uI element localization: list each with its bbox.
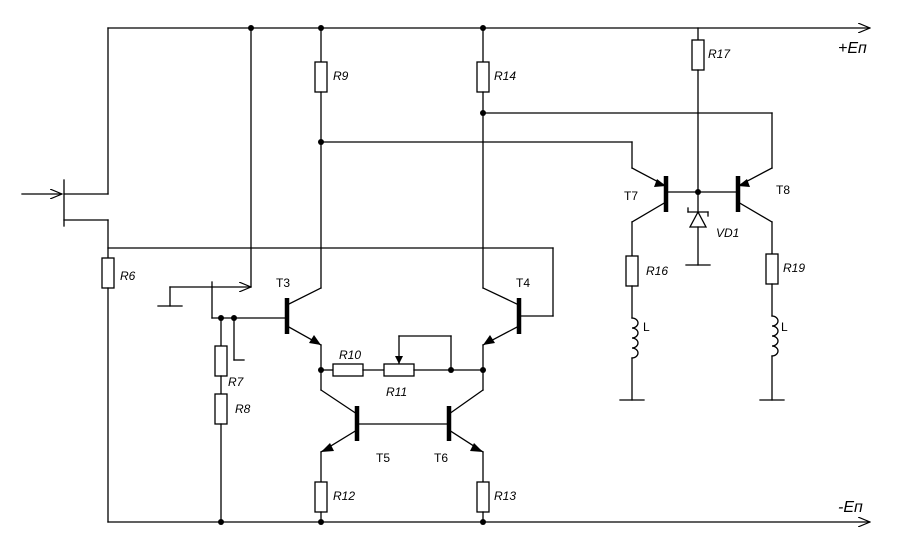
resistor-r13: R13: [476, 481, 516, 523]
transistor-t8: T8: [735, 167, 790, 255]
t3-label: T3: [276, 276, 290, 290]
negative-rail-label: -Eп: [838, 499, 863, 516]
resistor-r16: R16: [625, 255, 668, 319]
collector-wires: [320, 112, 773, 169]
transistor-t4: T4: [482, 276, 530, 371]
l1-label: L: [643, 320, 650, 334]
r6-label: R6: [120, 269, 136, 283]
resistor-r12: R12: [314, 481, 355, 523]
r17-label: R17: [708, 47, 731, 61]
inductor-l1: L: [619, 317, 650, 401]
transistor-t3: T3: [276, 276, 322, 371]
transistor-t6: T6: [434, 369, 484, 483]
t5-label: T5: [376, 451, 390, 465]
t7-label: T7: [624, 189, 638, 203]
resistor-r14: R14: [476, 27, 516, 289]
t4-label: T4: [516, 276, 530, 290]
resistor-r9: R9: [314, 27, 349, 289]
vd1-label: VD1: [716, 226, 739, 240]
resistor-r8: R8: [214, 393, 251, 523]
r14-label: R14: [494, 69, 516, 83]
resistor-r19: R19: [765, 253, 805, 317]
zener-diode-vd1: VD1: [667, 191, 739, 266]
feedback-wire: [107, 247, 554, 317]
r12-label: R12: [333, 489, 355, 503]
negative-rail: -Eп: [107, 499, 871, 522]
resistor-r17: R17: [691, 27, 731, 213]
inductor-l2: L: [759, 315, 788, 401]
r9-label: R9: [333, 69, 349, 83]
r10-label: R10: [339, 348, 361, 362]
r7-label: R7: [228, 375, 245, 389]
resistor-r6: R6: [101, 257, 136, 523]
r16-label: R16: [646, 264, 668, 278]
resistor-r10: R10: [320, 348, 385, 377]
t8-label: T8: [776, 183, 790, 197]
positive-rail-label: +Eп: [838, 40, 867, 57]
junction-dots: [218, 25, 701, 525]
input-transistor: [21, 27, 109, 259]
bias-network: [157, 27, 288, 361]
r11-label: R11: [386, 385, 407, 399]
resistor-r7: R7: [214, 345, 245, 395]
r19-label: R19: [783, 261, 805, 275]
transistor-t5: T5: [320, 369, 390, 483]
positive-rail: +Eп: [107, 28, 871, 57]
t6-label: T6: [434, 451, 448, 465]
potentiometer-r11: R11: [383, 335, 484, 399]
r13-label: R13: [494, 489, 516, 503]
r8-label: R8: [235, 402, 251, 416]
transistor-t7: T7: [624, 167, 669, 257]
l2-label: L: [781, 320, 788, 334]
